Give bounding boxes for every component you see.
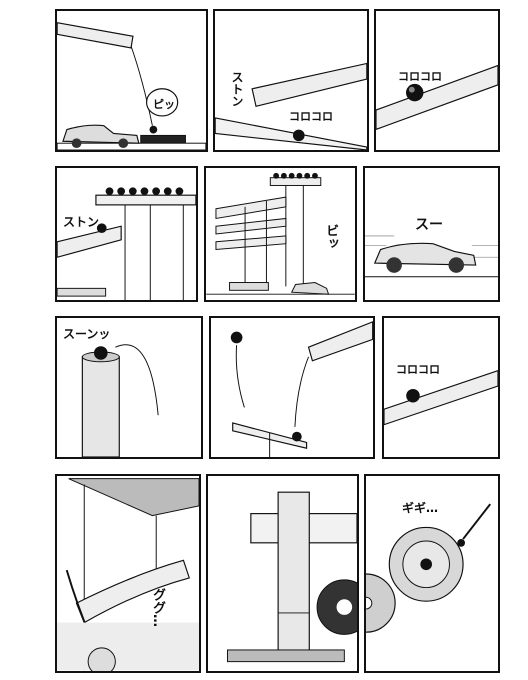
panel-5-art <box>206 172 355 295</box>
panel-1-art <box>57 22 206 150</box>
panel-10: ググ… <box>55 474 201 673</box>
panel-12-art <box>366 503 492 633</box>
panel-9: コロコロ <box>382 316 500 459</box>
sfx-korokoro-2: コロコロ <box>398 70 442 83</box>
panel-7-art <box>81 344 159 457</box>
panel-3: コロコロ <box>374 9 500 152</box>
panel-8 <box>209 316 375 459</box>
sfx-suton-1: ストン <box>230 71 244 107</box>
sfx-suuntsu: スーンッ <box>63 327 111 341</box>
panel-8-art <box>230 321 373 457</box>
sfx-gigi: ギギ… <box>402 501 439 515</box>
panel-2-art <box>215 62 367 150</box>
sfx-suu: スー <box>415 217 443 233</box>
panel-11 <box>206 474 359 673</box>
panel-10-art <box>57 478 199 671</box>
panel-4: ストン <box>55 166 198 302</box>
sfx-gugu: ググ… <box>150 588 165 627</box>
panel-9-art <box>384 369 498 426</box>
panel-6-art <box>365 235 498 278</box>
sfx-bitt: ビッ <box>323 224 338 250</box>
panel-12: ギギ… <box>364 474 500 673</box>
panel-4-art <box>57 187 196 300</box>
panel-11-art <box>226 491 357 663</box>
sfx-korokoro-1: コロコロ <box>289 110 333 123</box>
sfx-suton-2: ストン <box>63 215 100 229</box>
panel-1: ピッ <box>55 9 208 152</box>
panel-7: スーンッ <box>55 316 203 459</box>
panel-3-art <box>376 64 498 131</box>
panel-6: スー <box>363 166 500 302</box>
panel-2: ストン コロコロ <box>213 9 369 152</box>
sfx-pitt: ピッ <box>153 98 175 111</box>
panel-5: ビッ <box>204 166 357 302</box>
sfx-korokoro-3: コロコロ <box>396 363 440 376</box>
